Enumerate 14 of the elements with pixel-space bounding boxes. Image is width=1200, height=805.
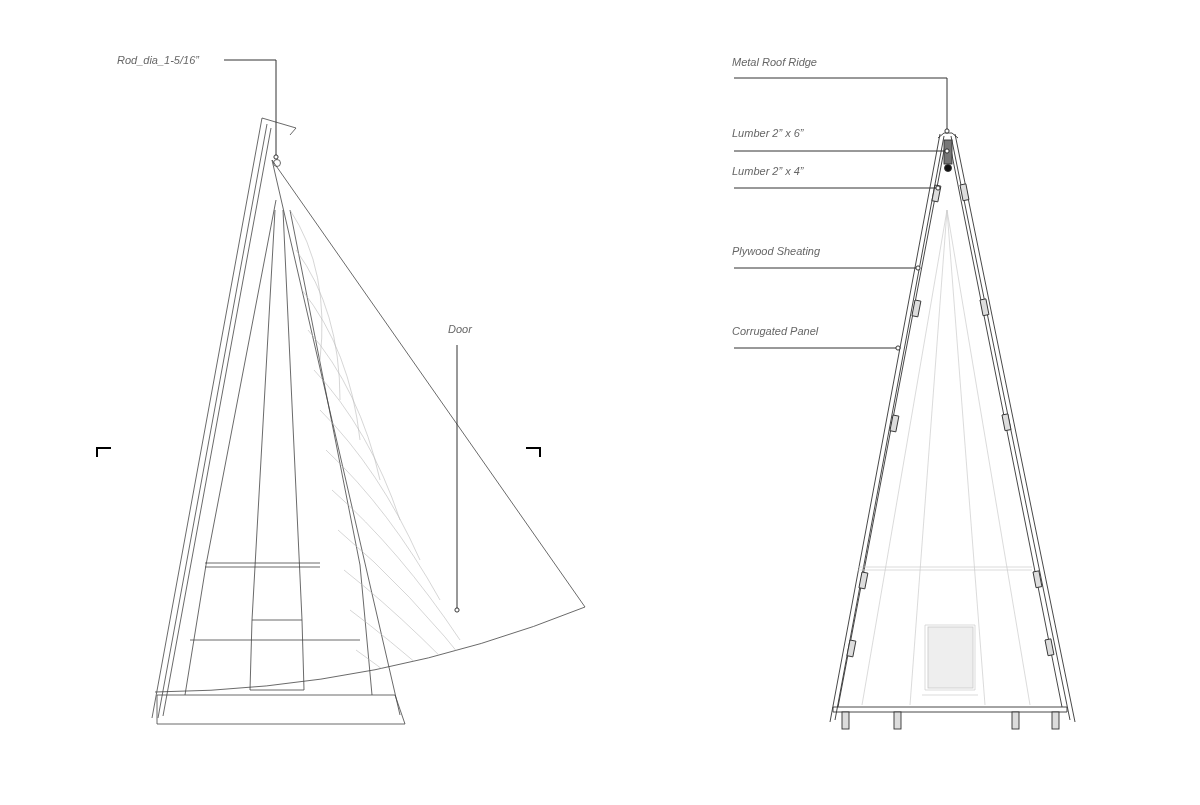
leader-line bbox=[733, 345, 901, 351]
part-label: Metal Roof Ridge bbox=[732, 56, 817, 68]
part-label: Plywood Sheating bbox=[732, 245, 821, 257]
leader-line bbox=[733, 185, 941, 191]
leader-line bbox=[733, 148, 950, 154]
part-label: Lumber 2” x 4” bbox=[732, 165, 804, 177]
part-label: Corrugated Panel bbox=[732, 325, 819, 337]
leader-line bbox=[223, 59, 279, 160]
part-label: Lumber 2” x 6” bbox=[732, 127, 804, 139]
part-label: Rod_dia_1-5/16” bbox=[117, 54, 199, 66]
part-label: Door bbox=[448, 323, 472, 335]
leader-line bbox=[733, 265, 921, 271]
leader-line bbox=[733, 77, 950, 134]
leader-line bbox=[454, 344, 460, 613]
